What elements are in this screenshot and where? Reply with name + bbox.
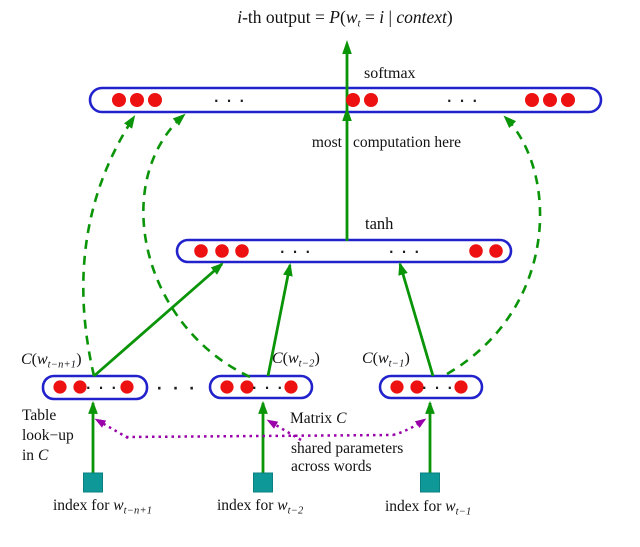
embed3-to-tanh-arrow [398,261,435,377]
shared-link-arrow-right [392,418,427,437]
direct-curve-embed1-softmax [82,115,136,377]
embed1-to-tanh-arrow [93,262,224,378]
embedding-label-1: C(wt−n+1) [21,351,82,371]
softmax-layer-box [88,86,603,114]
shared-parameters-annotation: shared parameters across words [291,440,403,476]
index-square-1 [83,472,103,493]
table-lookup-line1: Table [22,407,57,424]
tanh-layer-box [175,238,513,264]
embed2-to-tanh-arrow [266,262,293,377]
layer-boxes [41,86,603,401]
between-embeddings-ellipsis: · · · [157,381,198,397]
embedding-box-3 [378,374,484,400]
tanh-label: tanh [365,214,394,233]
softmax-label: softmax [364,65,416,82]
table-lookup-line2: look−up [22,427,74,444]
direct-curve-embed3-softmax [446,115,542,376]
shared-link-baseline [125,433,394,439]
diagram-title: i-th output = P(wt = i | context) [237,7,453,30]
index-square-3 [420,472,440,493]
embedding-label-2: C(wt−2) [272,350,320,370]
arrowhead-into-softmax [342,107,352,121]
direct-curve-embed2-softmax [142,113,251,379]
layer-ellipses: · · · · · · · · · · · · · · · · · · · · … [86,94,479,397]
index-label-2: index for wt−2 [217,497,304,517]
embedding-label-3: C(wt−1) [362,350,410,370]
across-words-line: across words [291,458,372,475]
most-computation-label-left: most [311,134,342,151]
embed2-ellipsis: · · · [252,381,284,395]
softmax-ellipsis-right: · · · [447,94,479,108]
shared-parameter-links [94,418,427,442]
tanh-ellipsis-right: · · · [389,245,421,259]
index-label-1: index for wt−n+1 [53,497,153,517]
table-lookup-line3: in C [22,447,49,464]
tanh-ellipsis-left: · · · [280,245,312,259]
index-label-3: index for wt−1 [385,498,472,518]
index-input-squares [83,472,440,493]
most-computation-label-right: computation here [353,134,462,151]
tanh-unit-dots [194,244,503,258]
matrix-c-label: Matrix C [290,410,347,427]
direct-connection-curves [82,113,542,379]
embed3-ellipsis: · · · [422,381,454,395]
table-lookup-annotation: Table look−up in C [22,406,74,466]
arrowhead-to-output [342,40,352,54]
shared-parameters-line: shared parameters [291,440,404,457]
softmax-ellipsis-left: · · · [214,94,246,108]
index-square-2 [253,472,273,493]
embed1-ellipsis: · · · [86,381,118,395]
embedding-unit-dots [53,380,468,394]
shared-link-arrow-left [94,418,129,440]
embedding-box-2 [208,374,314,400]
feedforward-arrows [88,44,435,473]
softmax-unit-dots [112,93,575,107]
feedforward-arrowheads [342,40,352,121]
